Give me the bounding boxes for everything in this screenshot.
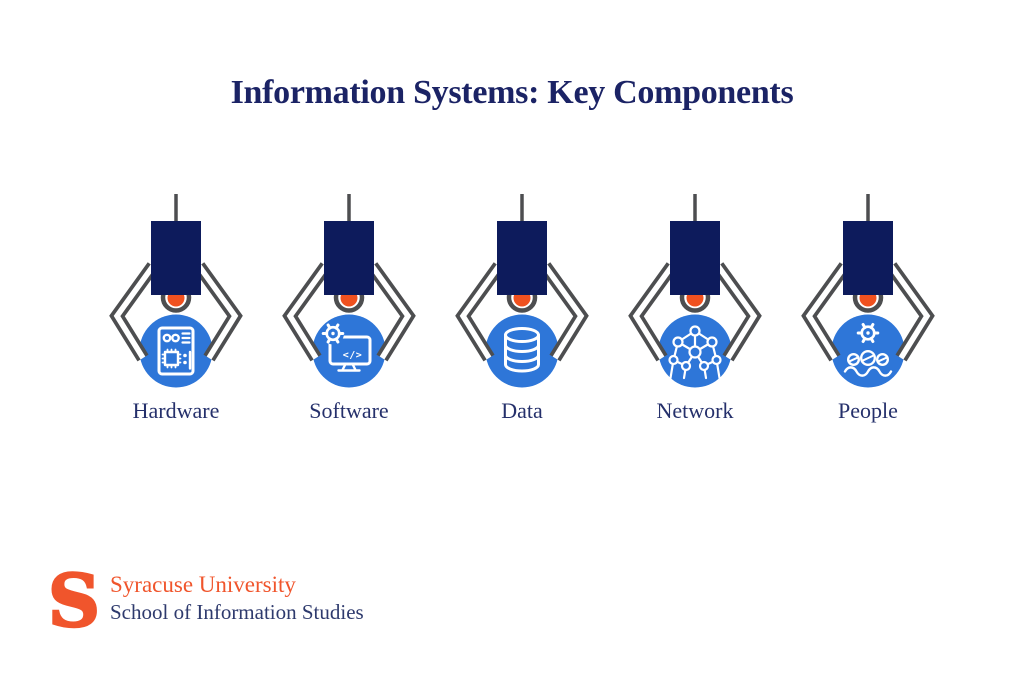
motherboard-icon <box>157 326 195 376</box>
claw-machine-people: People <box>788 190 948 424</box>
logo-text: Syracuse University School of Informatio… <box>110 570 364 625</box>
page-title: Information Systems: Key Components <box>230 74 794 111</box>
logo-school-name: School of Information Studies <box>110 600 364 624</box>
claw-machine-hardware: Hardware <box>96 190 256 424</box>
claw-machine-data: Data <box>442 190 602 424</box>
svg-text:S: S <box>50 570 98 630</box>
claw-graphic <box>615 192 775 390</box>
component-label: Network <box>656 398 734 423</box>
claw-graphic <box>442 192 602 390</box>
syracuse-logo: S Syracuse University School of Informat… <box>50 570 364 630</box>
svg-text:</>: </> <box>343 350 363 361</box>
network-nodes-icon <box>668 325 722 380</box>
component-label: People <box>838 398 898 423</box>
software-monitor-icon: </> <box>321 322 372 372</box>
component-label: Hardware <box>132 398 220 423</box>
claw-graphic <box>788 192 948 390</box>
claw-graphic: </> <box>269 192 429 390</box>
people-gear-icon <box>843 323 893 377</box>
logo-university-name: Syracuse University <box>110 572 296 597</box>
database-icon <box>504 327 540 373</box>
claw-machine-network: Network <box>615 190 775 424</box>
syracuse-block-s-icon: S <box>50 570 98 630</box>
component-label: Data <box>501 398 543 423</box>
component-label: Software <box>309 398 389 423</box>
claw-graphic <box>96 192 256 390</box>
claw-machine-software: </> Software <box>269 190 429 424</box>
